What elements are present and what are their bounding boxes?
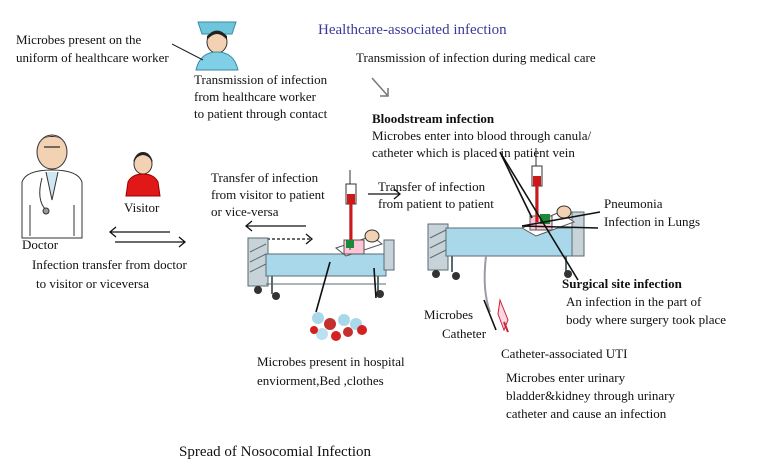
microbes-label: Microbes	[424, 307, 474, 322]
hospital-bed-2	[427, 148, 585, 333]
hcw-label-2: from healthcare worker	[194, 89, 316, 104]
healthcare-worker-icon	[171, 21, 239, 71]
diagram-subtitle: Transmission of infection during medical…	[356, 50, 596, 65]
uniform-label-2: uniform of healthcare worker	[16, 50, 169, 65]
surgical-desc-1: An infection in the part of	[566, 294, 702, 309]
pneumonia-label-2: Infection in Lungs	[604, 214, 701, 229]
figure-caption: Spread of Nosocomial Infection	[179, 444, 372, 460]
doctor-visitor-label-2: to visitor or viceversa	[36, 276, 149, 291]
doctor-figure	[21, 134, 83, 239]
bloodstream-desc-1: Microbes enter into blood through canula…	[372, 128, 592, 143]
visitor-figure	[125, 152, 161, 197]
surgical-title: Surgical site infection	[562, 276, 682, 291]
patient-patient-arrow	[368, 188, 402, 200]
pointer-lines	[315, 151, 601, 331]
uti-desc-1: Microbes enter urinary	[506, 370, 626, 385]
visitor-patient-label-1: Transfer of infection	[211, 170, 319, 185]
uniform-label-1: Microbes present on the	[16, 32, 142, 47]
microbes-cluster	[310, 312, 367, 341]
uti-desc-2: bladder&kidney through urinary	[506, 388, 675, 403]
uti-title: Catheter-associated UTI	[501, 346, 628, 361]
diagram-title: Healthcare-associated infection	[318, 22, 507, 38]
visitor-patient-label-2: from visitor to patient	[211, 187, 325, 202]
bloodstream-title: Bloodstream infection	[372, 111, 495, 126]
visitor-label: Visitor	[124, 200, 160, 215]
visitor-patient-label-3: or vice-versa	[211, 204, 279, 219]
surgical-desc-2: body where surgery took place	[566, 312, 727, 327]
catheter-label: Catheter	[442, 326, 487, 341]
doctor-visitor-label-1: Infection transfer from doctor	[32, 257, 187, 272]
doctor-label: Doctor	[22, 237, 59, 252]
hospital-bed-1	[247, 170, 395, 300]
uti-desc-3: catheter and cause an infection	[506, 406, 667, 421]
patient-patient-label-2: from patient to patient	[378, 196, 494, 211]
hcw-label-3: to patient through contact	[194, 106, 328, 121]
doctor-visitor-arrows	[108, 226, 187, 248]
hospital-env-label-1: Microbes present in hospital	[257, 354, 405, 369]
bloodstream-desc-2: catheter which is placed in patient vein	[372, 145, 575, 160]
pneumonia-label-1: Pneumonia	[604, 196, 663, 211]
patient-patient-label-1: Transfer of infection	[378, 179, 486, 194]
hospital-env-label-2: enviorment,Bed ,clothes	[257, 373, 384, 388]
hcw-label-1: Transmission of infection	[194, 72, 328, 87]
down-arrow-icon	[371, 77, 389, 97]
